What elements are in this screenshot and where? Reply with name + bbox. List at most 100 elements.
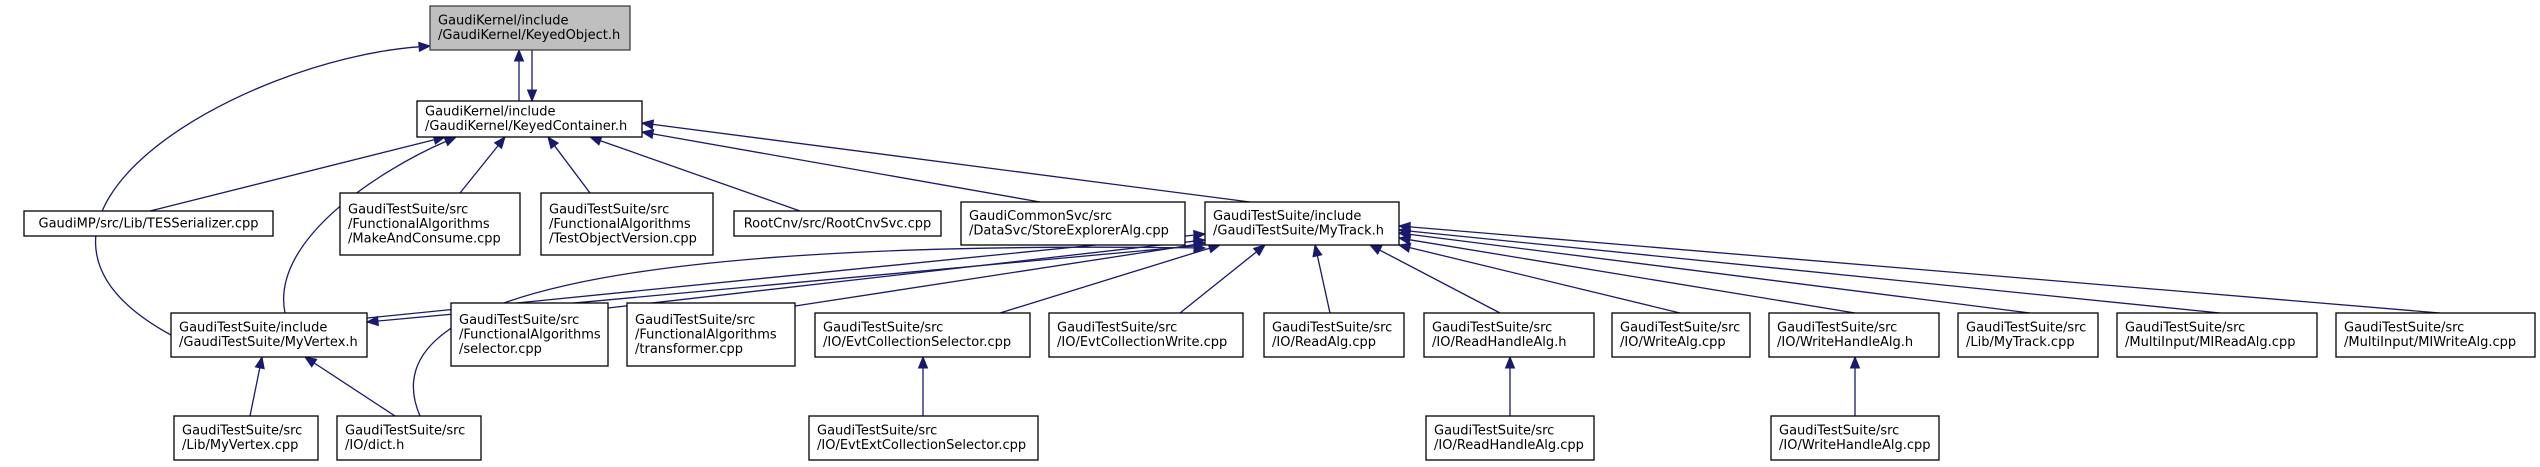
edge-myvertex_h-to-keyedcontainer [282, 136, 458, 314]
node-mytrack_h[interactable]: GaudiTestSuite/include/GaudiTestSuite/My… [1204, 201, 1400, 246]
node-keyedcontainer[interactable]: GaudiKernel/include/GaudiKernel/KeyedCon… [416, 100, 643, 138]
node-miwritealg[interactable]: GaudiTestSuite/src/MultiInput/MIWriteAlg… [2335, 312, 2536, 358]
node-box[interactable] [626, 302, 796, 367]
node-libmyvertex[interactable]: GaudiTestSuite/src/Lib/MyVertex.cpp [173, 415, 319, 461]
node-label-line: /MultiInput/MIWriteAlg.cpp [2344, 335, 2516, 350]
node-label-line: GaudiTestSuite/src [348, 202, 468, 217]
edge-arrowhead [443, 136, 458, 147]
node-box[interactable] [1957, 312, 2099, 358]
node-box[interactable] [1768, 312, 1940, 358]
edge-line [794, 244, 1195, 307]
edge-line [149, 139, 435, 212]
edge-arrowhead [588, 135, 603, 146]
node-label-line: GaudiMP/src/Lib/TESSerializer.cpp [39, 216, 259, 231]
node-evtextcollectionselector[interactable]: GaudiTestSuite/src/IO/EvtExtCollectionSe… [808, 415, 1039, 461]
node-storeexploreralg[interactable]: GaudiCommonSvc/src/DataSvc/StoreExplorer… [960, 201, 1186, 246]
node-box[interactable] [808, 415, 1039, 461]
node-writehandlealg_cpp[interactable]: GaudiTestSuite/src/IO/WriteHandleAlg.cpp [1770, 415, 1940, 461]
node-label-line: /GaudiTestSuite/MyTrack.h [1213, 224, 1384, 239]
edges-layer [94, 41, 2441, 417]
node-box[interactable] [170, 312, 368, 358]
node-label-line: /TestObjectVersion.cpp [549, 231, 697, 246]
edge-arrowhead [513, 48, 525, 62]
node-mireadalg[interactable]: GaudiTestSuite/src/MultiInput/MIReadAlg.… [2116, 312, 2318, 358]
edge-arrowhead [547, 135, 560, 150]
node-dict[interactable]: GaudiTestSuite/src/IO/dict.h [336, 415, 482, 461]
edge-arrowhead [1252, 244, 1267, 257]
node-box[interactable] [450, 302, 609, 367]
node-box[interactable] [173, 415, 319, 461]
nodes-layer: GaudiKernel/include/GaudiKernel/KeyedObj… [23, 5, 2536, 461]
edge-arrowhead [1397, 242, 1412, 253]
node-label-line: /MultiInput/MIReadAlg.cpp [2125, 335, 2295, 350]
node-box[interactable] [960, 201, 1186, 246]
node-label-line: /IO/dict.h [345, 438, 404, 453]
node-box[interactable] [336, 415, 482, 461]
edge-line [412, 246, 1195, 417]
node-label-line: /IO/ReadHandleAlg.h [1432, 335, 1566, 350]
edge-arrowhead [917, 355, 929, 369]
node-readhandlealg_h[interactable]: GaudiTestSuite/src/IO/ReadHandleAlg.h [1423, 312, 1595, 358]
node-box[interactable] [1770, 415, 1940, 461]
node-keyedobject[interactable]: GaudiKernel/include/GaudiKernel/KeyedObj… [429, 5, 631, 51]
node-label-line: /transformer.cpp [635, 342, 743, 357]
edge-line [554, 145, 591, 194]
node-box[interactable] [2335, 312, 2536, 358]
edge-arrowhead [493, 135, 506, 150]
edge-readhandlealg_h-to-mytrack_h [1368, 244, 1501, 314]
edge-rootcnvsvc-to-keyedcontainer [588, 135, 801, 212]
node-label-line: /selector.cpp [459, 342, 542, 357]
node-box[interactable] [1423, 312, 1595, 358]
node-label-line: GaudiTestSuite/src [2125, 321, 2245, 336]
node-writealg[interactable]: GaudiTestSuite/src/IO/WriteAlg.cpp [1611, 312, 1751, 358]
node-evtcollectionselector[interactable]: GaudiTestSuite/src/IO/EvtCollectionSelec… [814, 312, 1031, 358]
node-writehandlealg_h[interactable]: GaudiTestSuite/src/IO/WriteHandleAlg.h [1768, 312, 1940, 358]
node-box[interactable] [1611, 312, 1751, 358]
node-tesserializer[interactable]: GaudiMP/src/Lib/TESSerializer.cpp [23, 210, 274, 237]
node-box[interactable] [1204, 201, 1400, 246]
node-label-line: GaudiTestSuite/src [1777, 321, 1897, 336]
edge-dict-to-myvertex_h [303, 356, 396, 417]
edge-line [1409, 226, 2441, 314]
node-box[interactable] [1048, 312, 1244, 358]
node-box[interactable] [2116, 312, 2318, 358]
edge-line [94, 46, 420, 336]
edge-line [282, 140, 447, 314]
node-label-line: /FunctionalAlgorithms [635, 327, 777, 342]
node-label-line: GaudiTestSuite/src [1779, 424, 1899, 439]
edge-arrowhead [254, 355, 265, 370]
node-label-line: /IO/WriteHandleAlg.cpp [1779, 438, 1931, 453]
node-box[interactable] [733, 210, 942, 237]
node-label-line: /GaudiTestSuite/MyVertex.h [179, 335, 358, 350]
node-makeandconsume[interactable]: GaudiTestSuite/src/FunctionalAlgorithms/… [339, 192, 521, 256]
node-evtcollectionwrite[interactable]: GaudiTestSuite/src/IO/EvtCollectionWrite… [1048, 312, 1244, 358]
node-box[interactable] [540, 192, 714, 256]
node-readhandlealg_cpp[interactable]: GaudiTestSuite/src/IO/ReadHandleAlg.cpp [1425, 415, 1595, 461]
edge-line [249, 367, 261, 417]
edge-line [1409, 246, 1681, 314]
node-rootcnvsvc[interactable]: RootCnv/src/RootCnvSvc.cpp [733, 210, 942, 237]
node-box[interactable] [814, 312, 1031, 358]
edge-line [1409, 239, 1856, 314]
node-testobjectversion[interactable]: GaudiTestSuite/src/FunctionalAlgorithms/… [540, 192, 714, 256]
node-label-line: GaudiCommonSvc/src [969, 209, 1112, 224]
node-transformer[interactable]: GaudiTestSuite/src/FunctionalAlgorithms/… [626, 302, 796, 367]
node-box[interactable] [23, 210, 274, 237]
node-box[interactable] [1263, 312, 1405, 358]
node-libmytrack[interactable]: GaudiTestSuite/src/Lib/MyTrack.cpp [1957, 312, 2099, 358]
edge-miwritealg-to-mytrack_h [1397, 221, 2441, 314]
edge-line [652, 123, 1251, 203]
edge-writehandlealg_h-to-mytrack_h [1397, 234, 1856, 314]
node-box[interactable] [339, 192, 521, 256]
edge-arrowhead [526, 89, 538, 103]
edge-writehandlealg_cpp-to-writehandlealg_h [1849, 355, 1861, 416]
node-selector[interactable]: GaudiTestSuite/src/FunctionalAlgorithms/… [450, 302, 609, 367]
node-myvertex_h[interactable]: GaudiTestSuite/include/GaudiTestSuite/My… [170, 312, 368, 358]
node-label-line: GaudiTestSuite/src [635, 313, 755, 328]
node-box[interactable] [429, 5, 631, 51]
node-readalg[interactable]: GaudiTestSuite/src/IO/ReadAlg.cpp [1263, 312, 1405, 358]
node-box[interactable] [416, 100, 643, 138]
edge-line [1316, 255, 1331, 314]
node-label-line: /IO/ReadHandleAlg.cpp [1434, 438, 1584, 453]
node-box[interactable] [1425, 415, 1595, 461]
